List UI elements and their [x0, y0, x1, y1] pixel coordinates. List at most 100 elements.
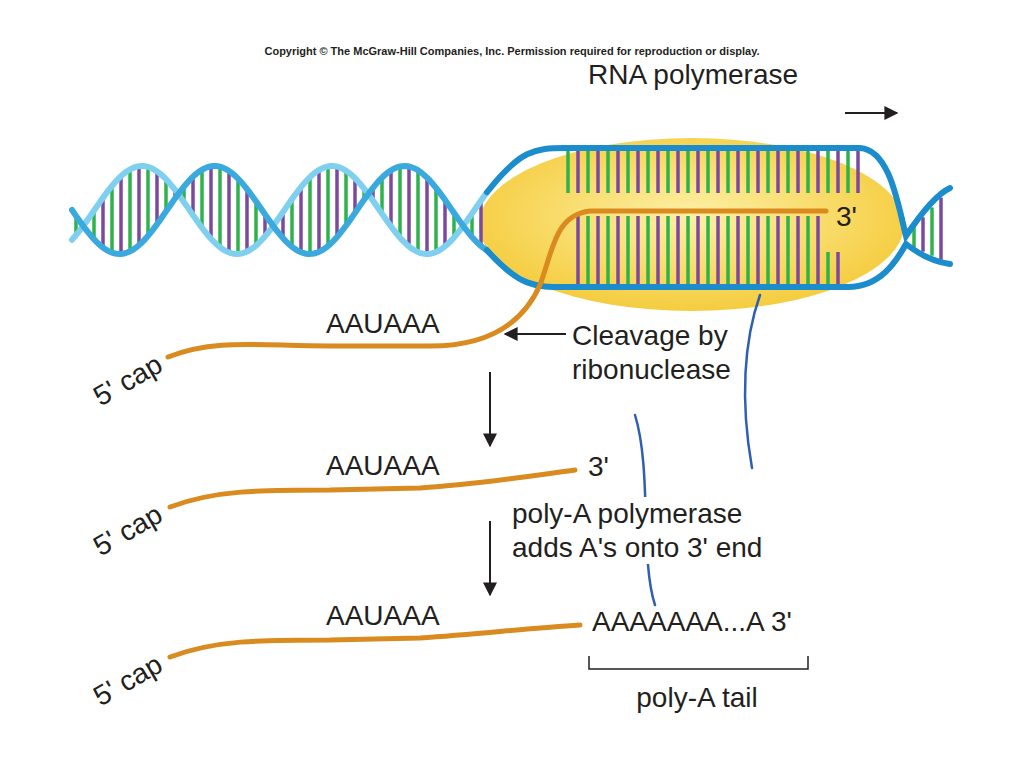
- end-label: 3': [588, 450, 609, 484]
- base-pair: [576, 150, 580, 193]
- base-pair: [816, 216, 820, 285]
- base-pair: [666, 150, 670, 193]
- text-holder: Copyright © The McGraw-Hill Companies, I…: [264, 45, 759, 58]
- base-pair: [626, 216, 630, 285]
- signal-sequence: AAUAAA: [326, 307, 440, 341]
- enzyme-name: RNA polymerase: [588, 58, 798, 92]
- step-arrow: [489, 521, 491, 595]
- base-pair: [756, 150, 760, 193]
- text-holder: RNA polymerase: [588, 58, 798, 92]
- base-pair: [736, 216, 740, 285]
- base-pair: [236, 179, 240, 254]
- text-holder: poly-A polymerase adds A's onto 3' end: [510, 497, 794, 564]
- base-pair: [119, 176, 123, 254]
- base-pair: [596, 216, 600, 285]
- base-pair: [586, 216, 590, 285]
- base-pair: [746, 150, 750, 193]
- base-pair: [101, 198, 105, 248]
- base-pair: [676, 216, 680, 285]
- base-pair: [218, 167, 222, 248]
- base-pair: [566, 150, 570, 193]
- text-holder: AAAAAAA...A 3': [592, 605, 792, 639]
- base-pair: [606, 216, 610, 285]
- base-pair: [616, 150, 620, 193]
- base-pair: [317, 170, 321, 252]
- base-pair: [766, 216, 770, 285]
- base-pair: [227, 171, 231, 253]
- dna-strand: [72, 166, 486, 254]
- text-holder: poly-A tail: [636, 681, 757, 715]
- base-pair: [716, 150, 720, 193]
- base-pair: [676, 150, 680, 193]
- signal-sequence: AAUAAA: [326, 599, 440, 633]
- base-pair: [796, 150, 800, 193]
- direction-arrow: [845, 112, 897, 114]
- base-pair: [308, 177, 312, 254]
- base-pair: [686, 150, 690, 193]
- step-arrow: [489, 372, 491, 446]
- step-label: poly-A polymerase adds A's onto 3' end: [510, 497, 794, 564]
- hand-scribble: [745, 295, 760, 468]
- base-pair: [586, 150, 590, 193]
- base-pair: [836, 150, 840, 193]
- base-pair: [299, 187, 303, 252]
- base-pair: [846, 150, 850, 193]
- base-pair: [110, 186, 114, 253]
- base-pair: [596, 150, 600, 193]
- base-pair: [921, 217, 925, 251]
- base-pair: [389, 170, 393, 226]
- base-pair: [686, 216, 690, 285]
- base-pair: [290, 199, 294, 247]
- base-pair: [245, 189, 249, 252]
- cap-label: 5' cap: [88, 497, 169, 563]
- base-pair: [666, 216, 670, 285]
- dna-helix: [72, 148, 950, 287]
- base-pair: [856, 150, 860, 193]
- text-holder: AAUAAA: [326, 307, 440, 341]
- base-pair: [939, 198, 943, 260]
- base-pair: [416, 170, 420, 252]
- base-pair: [806, 216, 810, 285]
- coding-strand: [487, 148, 950, 236]
- text-holder: AAUAAA: [326, 449, 440, 483]
- base-pair: [836, 252, 840, 285]
- base-pair: [146, 167, 150, 236]
- base-pair: [398, 166, 402, 237]
- text-holder: 3': [836, 200, 857, 234]
- text-holder: 5' cap: [96, 382, 170, 416]
- tail-label: poly-A tail: [636, 681, 757, 715]
- base-pair: [776, 150, 780, 193]
- tail-bracket: [589, 656, 808, 669]
- base-pair: [656, 150, 660, 193]
- base-pair: [656, 216, 660, 285]
- base-pair: [335, 167, 339, 237]
- base-pair: [636, 150, 640, 193]
- base-pair: [576, 216, 580, 285]
- base-pair: [756, 216, 760, 285]
- base-pair: [816, 150, 820, 193]
- base-pair: [746, 216, 750, 285]
- copyright-note: Copyright © The McGraw-Hill Companies, I…: [264, 45, 759, 58]
- base-pair: [626, 150, 630, 193]
- text-holder: 5' cap: [96, 532, 170, 566]
- base-pair: [716, 216, 720, 285]
- base-pair: [766, 150, 770, 193]
- base-pair: [616, 216, 620, 285]
- base-pair: [796, 216, 800, 285]
- base-pair: [826, 252, 830, 285]
- base-pair: [646, 150, 650, 193]
- base-pair: [344, 171, 348, 226]
- base-pair: [706, 150, 710, 193]
- base-pair: [137, 166, 141, 245]
- base-pair: [646, 216, 650, 285]
- base-pair: [606, 150, 610, 193]
- text-holder: Cleavage by ribonuclease: [572, 319, 772, 386]
- base-pair: [434, 188, 438, 252]
- base-pair: [776, 216, 780, 285]
- base-pair: [155, 171, 159, 224]
- base-pair: [736, 150, 740, 193]
- cleavage-arrow: [505, 333, 566, 335]
- signal-sequence: AAUAAA: [326, 449, 440, 483]
- base-pair: [696, 216, 700, 285]
- text-holder: AAUAAA: [326, 599, 440, 633]
